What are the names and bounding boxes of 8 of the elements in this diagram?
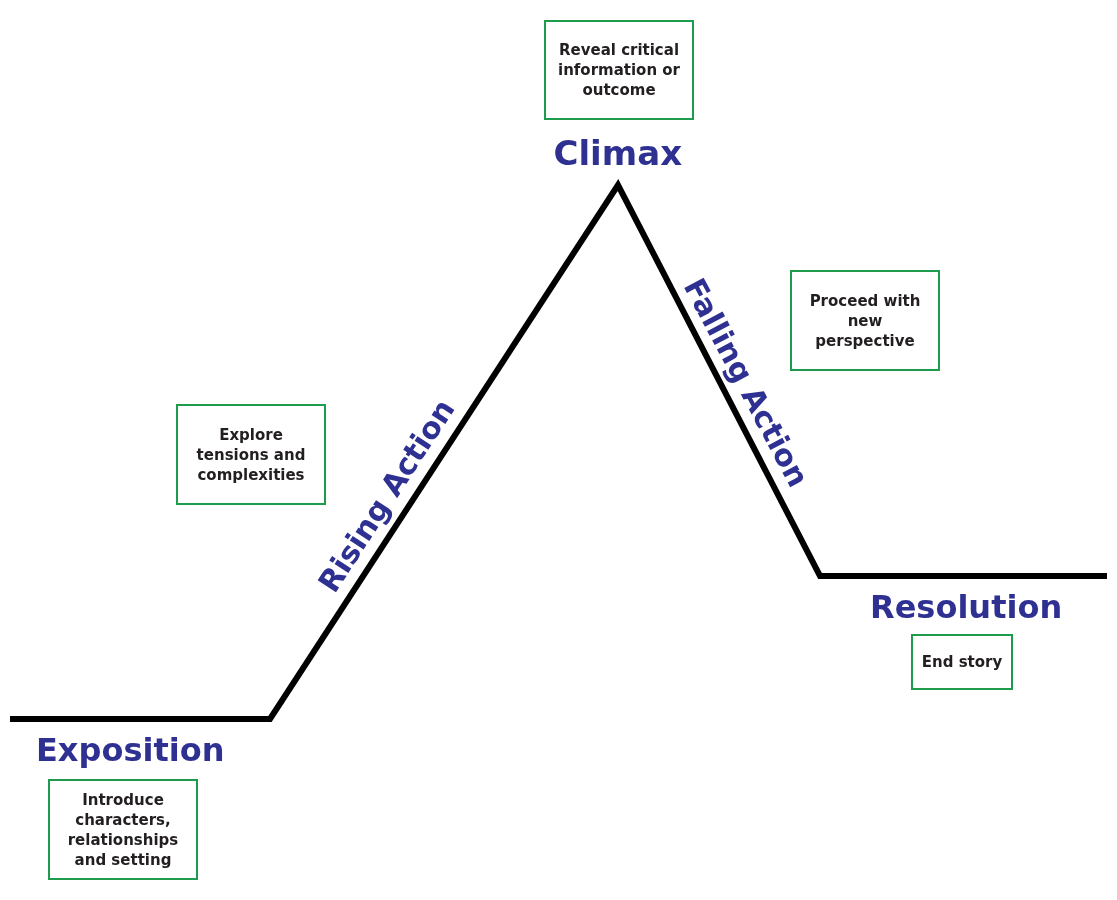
stage-label: Exposition — [36, 731, 225, 769]
note-box: Reveal critical information or outcome — [544, 20, 694, 120]
note-box: Explore tensions and complexities — [176, 404, 326, 505]
note-box: Proceed with new perspective — [790, 270, 940, 371]
note-box: Introduce characters, relationships and setting — [48, 779, 198, 880]
stage-label: Climax — [553, 133, 683, 173]
stage-label: Resolution — [870, 588, 1063, 626]
note-box: End story — [911, 634, 1013, 690]
